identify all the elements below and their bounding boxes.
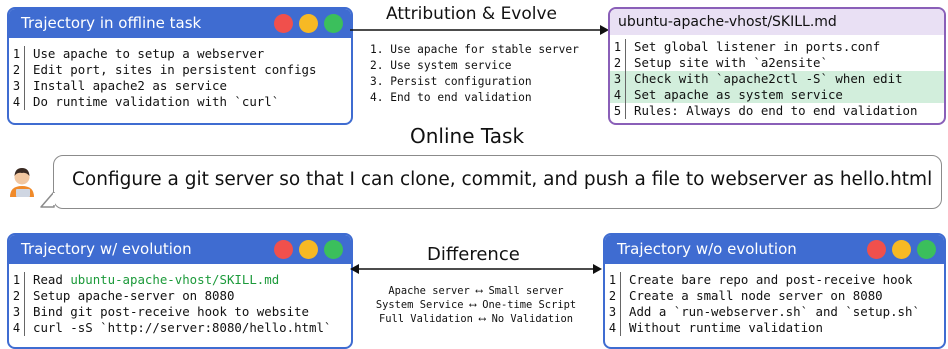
line-text: Create a small node server on 8080	[629, 288, 883, 303]
online-task-title: Online Task	[410, 124, 525, 148]
code-line: 3 Install apache2 as service	[9, 78, 351, 94]
line-text: Create bare repo and post-receive hook	[629, 272, 913, 287]
difference-list: Apache server ⟷ Small server System Serv…	[362, 284, 590, 326]
line-text: Install apache2 as service	[33, 78, 227, 93]
line-text: Use apache to setup a webserver	[33, 46, 265, 61]
line-text: Rules: Always do end to end validation	[634, 103, 918, 118]
line-number: 5	[610, 103, 626, 119]
user-avatar-icon	[10, 168, 34, 197]
speech-bubble	[53, 155, 942, 209]
difference-item: Apache server ⟷ Small server	[388, 285, 564, 297]
code-line-highlighted: 4 Set apache as system service	[610, 87, 944, 103]
line-number: 2	[9, 62, 25, 78]
line-text: Setup apache-server on 8080	[33, 288, 235, 303]
step-item: 4. End to end validation	[370, 91, 532, 104]
difference-item: Full Validation ⟷ No Validation	[379, 313, 573, 325]
code-line: 1 Set global listener in ports.conf	[610, 39, 944, 55]
no-evolution-trajectory-panel: Trajectory w/o evolution 1 Create bare re…	[603, 233, 946, 349]
line-text: Check with `apache2ctl -S` when edit	[634, 71, 903, 86]
line-text: Add a `run-webserver.sh` and `setup.sh`	[629, 304, 920, 319]
code-line: 2 Setup site with `a2ensite`	[610, 55, 944, 71]
line-number: 1	[610, 39, 626, 55]
line-number: 2	[9, 288, 25, 304]
read-prefix: Read	[33, 272, 71, 287]
online-task-prompt: Configure a git server so that I can clo…	[72, 169, 933, 190]
line-number: 3	[9, 78, 25, 94]
line-text: Set global listener in ports.conf	[634, 39, 881, 54]
code-line: 1 Use apache to setup a webserver	[9, 46, 351, 62]
attribution-title: Attribution & Evolve	[386, 4, 558, 24]
code-line: 3 Add a `run-webserver.sh` and `setup.sh`	[605, 304, 944, 320]
bubble-tail	[40, 192, 55, 208]
code-line-highlighted: 3 Check with `apache2ctl -S` when edit	[610, 71, 944, 87]
maximize-dot-icon	[917, 240, 936, 259]
minimize-dot-icon	[299, 240, 318, 259]
line-number: 4	[610, 87, 626, 103]
line-text: Read ubuntu-apache-vhost/SKILL.md	[25, 272, 279, 288]
skill-file-title: ubuntu-apache-vhost/SKILL.md	[618, 14, 837, 30]
line-text: Set apache as system service	[634, 87, 843, 102]
close-dot-icon	[867, 240, 886, 259]
minimize-dot-icon	[299, 14, 318, 33]
code-line: 2 Edit port, sites in persistent configs	[9, 62, 351, 78]
line-number: 1	[605, 272, 621, 288]
code-line: 5 Rules: Always do end to end validation	[610, 103, 944, 119]
line-number: 2	[610, 55, 626, 71]
line-text: Do runtime validation with `curl`	[33, 94, 280, 109]
close-dot-icon	[274, 14, 293, 33]
panel-header: Trajectory w/o evolution	[605, 235, 944, 264]
line-number: 2	[605, 288, 621, 304]
window-controls	[274, 240, 343, 259]
panel-header: Trajectory w/ evolution	[9, 235, 351, 264]
code-line: 2 Setup apache-server on 8080	[9, 288, 351, 304]
skill-file-panel: ubuntu-apache-vhost/SKILL.md 1 Set global…	[608, 7, 946, 125]
line-number: 1	[9, 272, 25, 288]
line-number: 4	[9, 320, 25, 336]
code-line: 1 Create bare repo and post-receive hook	[605, 272, 944, 288]
line-number: 3	[610, 71, 626, 87]
line-number: 1	[9, 46, 25, 62]
window-controls	[274, 14, 343, 33]
code-line: 4 curl -sS `http://server:8080/hello.html…	[9, 320, 351, 336]
code-line: 4 Without runtime validation	[605, 320, 944, 336]
minimize-dot-icon	[892, 240, 911, 259]
step-item: 2. Use system service	[370, 59, 512, 72]
right-arrow-icon	[350, 25, 609, 35]
panel-title: Trajectory w/o evolution	[617, 240, 797, 258]
panel-header: Trajectory in offline task	[9, 9, 351, 38]
skill-file-link: ubuntu-apache-vhost/SKILL.md	[70, 272, 280, 287]
line-number: 3	[9, 304, 25, 320]
difference-title: Difference	[427, 244, 520, 265]
maximize-dot-icon	[324, 240, 343, 259]
double-arrow-icon	[350, 264, 602, 274]
difference-item: System Service ⟷ One-time Script	[375, 299, 577, 311]
code-line: 4 Do runtime validation with `curl`	[9, 94, 351, 110]
maximize-dot-icon	[324, 14, 343, 33]
line-text: curl -sS `http://server:8080/hello.html`	[33, 320, 332, 335]
step-item: 1. Use apache for stable server	[370, 43, 579, 56]
panel-title: Trajectory in offline task	[21, 14, 202, 32]
window-controls	[867, 240, 936, 259]
offline-trajectory-panel: Trajectory in offline task 1 Use apache t…	[7, 7, 353, 125]
step-item: 3. Persist configuration	[370, 75, 532, 88]
line-number: 4	[605, 320, 621, 336]
code-line: 2 Create a small node server on 8080	[605, 288, 944, 304]
code-line: 3 Bind git post-receive hook to website	[9, 304, 351, 320]
line-text: Edit port, sites in persistent configs	[33, 62, 317, 77]
line-text: Bind git post-receive hook to website	[33, 304, 310, 319]
panel-header: ubuntu-apache-vhost/SKILL.md	[610, 9, 944, 35]
evolve-steps: 1. Use apache for stable server 2. Use s…	[370, 42, 579, 106]
line-number: 3	[605, 304, 621, 320]
panel-title: Trajectory w/ evolution	[21, 240, 192, 258]
line-number: 4	[9, 94, 25, 110]
close-dot-icon	[274, 240, 293, 259]
line-text: Without runtime validation	[629, 320, 823, 335]
line-text: Setup site with `a2ensite`	[634, 55, 828, 70]
